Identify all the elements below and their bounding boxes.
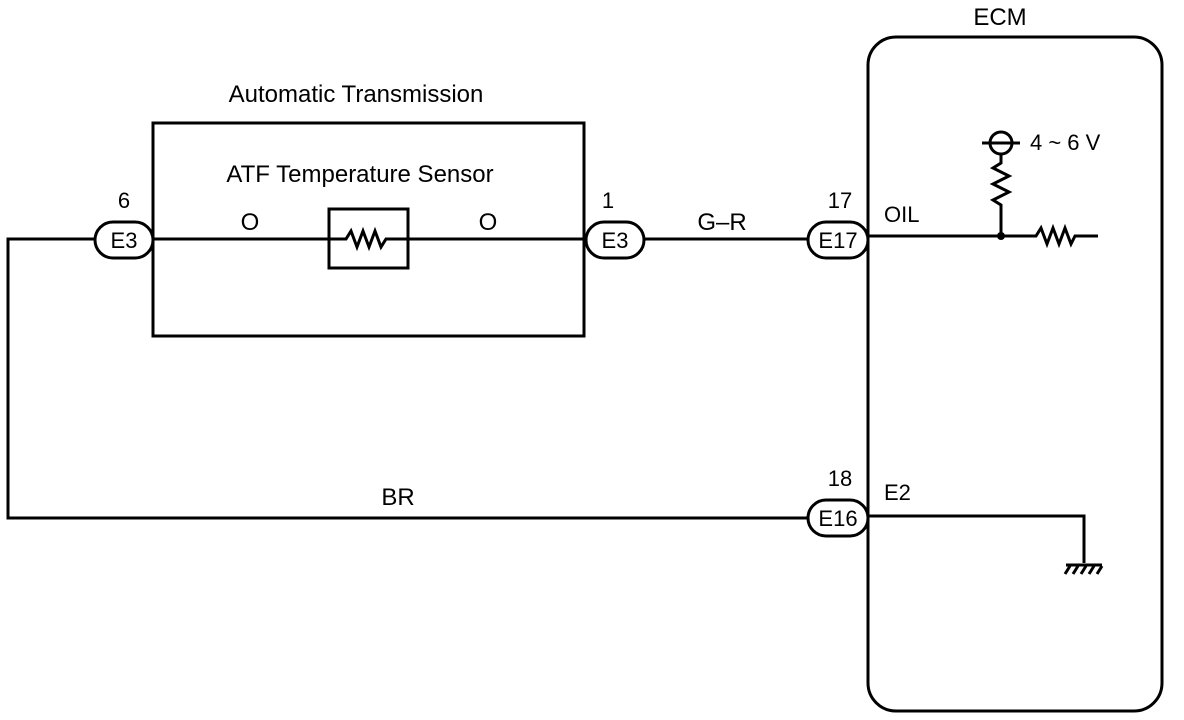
connector-e3-left-pin: 6 (118, 188, 130, 213)
connector-e16-label: E16 (818, 506, 857, 531)
connector-e3-left-label: E3 (111, 228, 138, 253)
sensor-title: ATF Temperature Sensor (226, 161, 493, 188)
sensor-resistor-icon (329, 226, 408, 252)
wire-label-br: BR (381, 484, 414, 511)
connector-e16 (806, 498, 870, 538)
ecm-box (866, 35, 1164, 713)
connector-e3-right-pin: 1 (602, 188, 614, 213)
connector-e17 (806, 220, 870, 260)
wire-label-o-left: O (241, 209, 260, 236)
ground-wire-br (6, 237, 808, 520)
connector-e3-left (93, 220, 155, 260)
ecm-terminal-e2: E2 (884, 480, 911, 505)
ground-icon (1063, 565, 1104, 575)
ecm-e2-wire (868, 514, 1086, 563)
connector-e3-right-label: E3 (602, 228, 629, 253)
ecm-voltage-label: 4 ~ 6 V (1030, 130, 1101, 155)
ecm-terminal-oil: OIL (884, 202, 919, 227)
transmission-box (151, 121, 586, 338)
connector-e3-right (584, 220, 646, 260)
connector-e17-pin: 17 (828, 188, 852, 213)
transmission-title: Automatic Transmission (229, 81, 484, 108)
series-resistor-icon (1030, 223, 1098, 249)
connector-e17-label: E17 (818, 228, 857, 253)
pullup-resistor-icon (989, 154, 1013, 236)
ecm-title: ECM (973, 4, 1026, 31)
wire-label-o-right: O (479, 209, 498, 236)
connector-e16-pin: 18 (828, 466, 852, 491)
wire-label-gr: G–R (697, 209, 746, 236)
